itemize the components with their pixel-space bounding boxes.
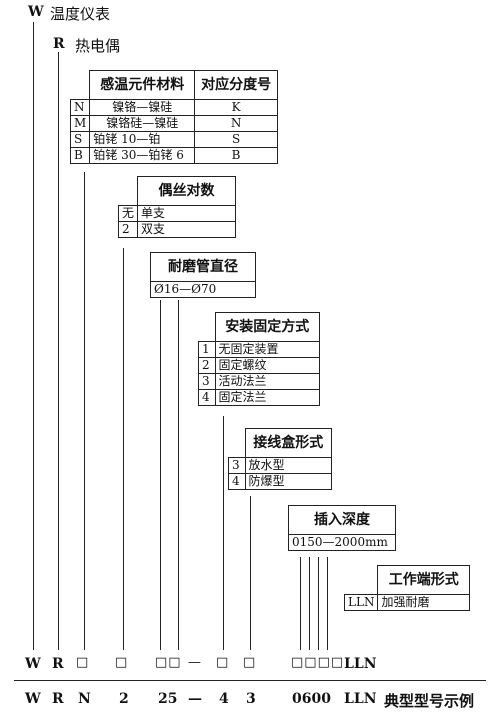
format-w: W [25, 656, 41, 672]
format-box-pairs: □ [115, 655, 129, 670]
guide-line-box [250, 496, 251, 650]
table-row: Ø16—Ø70 [150, 281, 256, 298]
table-row: 0150—2000mm [288, 534, 396, 551]
guide-line-depth-1 [300, 557, 301, 650]
example-mount: 4 [219, 691, 229, 707]
insertion-depth-table: 插入深度 0150—2000mm [288, 505, 396, 551]
junction-box-header: 接线盒形式 [244, 428, 332, 458]
divider [14, 680, 486, 681]
format-lln: LLN [344, 656, 377, 672]
guide-line-w [33, 22, 34, 650]
w-letter: W [28, 4, 44, 20]
format-box-diameter: □□ [155, 655, 182, 670]
subtitle: 热电偶 [75, 37, 121, 55]
table-row: 无单支 [117, 205, 236, 222]
example-caption: 典型型号示例 [384, 692, 475, 710]
example-material: N [78, 691, 91, 707]
format-box-material: □ [76, 655, 90, 670]
wire-pairs-header: 偶丝对数 [137, 176, 236, 206]
r-letter: R [53, 36, 65, 52]
format-r: R [52, 656, 64, 672]
example-pairs: 2 [119, 691, 129, 707]
example-dash: — [188, 691, 202, 707]
guide-line-material [84, 172, 85, 650]
example-lln: LLN [344, 691, 377, 707]
diameter-table: 耐磨管直径 Ø16—Ø70 [150, 252, 256, 298]
grade-header: 对应分度号 [194, 70, 278, 100]
example-r: R [52, 691, 64, 707]
example-diameter: 25 [158, 691, 178, 707]
diameter-header: 耐磨管直径 [150, 252, 256, 282]
format-box-junction: □ [243, 655, 257, 670]
working-end-header: 工作端形式 [377, 565, 470, 595]
guide-line-pairs [123, 248, 124, 650]
guide-line-diameter-b [178, 300, 179, 650]
example-junction: 3 [246, 691, 256, 707]
guide-line-diameter-a [160, 300, 161, 650]
format-dash: — [188, 655, 202, 670]
insertion-depth-header: 插入深度 [288, 505, 396, 535]
guide-line-depth-3 [318, 557, 319, 650]
guide-line-depth-2 [309, 557, 310, 650]
format-box-mount: □ [216, 655, 230, 670]
guide-line-mount [223, 416, 224, 650]
guide-line-r [58, 52, 59, 650]
example-w: W [25, 691, 41, 707]
guide-line-depth-4 [327, 557, 328, 650]
mounting-header: 安装固定方式 [214, 312, 320, 342]
example-depth: 0600 [292, 691, 331, 707]
material-header: 感温元件材料 [89, 70, 196, 100]
format-box-depth: □□□□ [291, 655, 345, 670]
page-title: 温度仪表 [50, 5, 111, 23]
